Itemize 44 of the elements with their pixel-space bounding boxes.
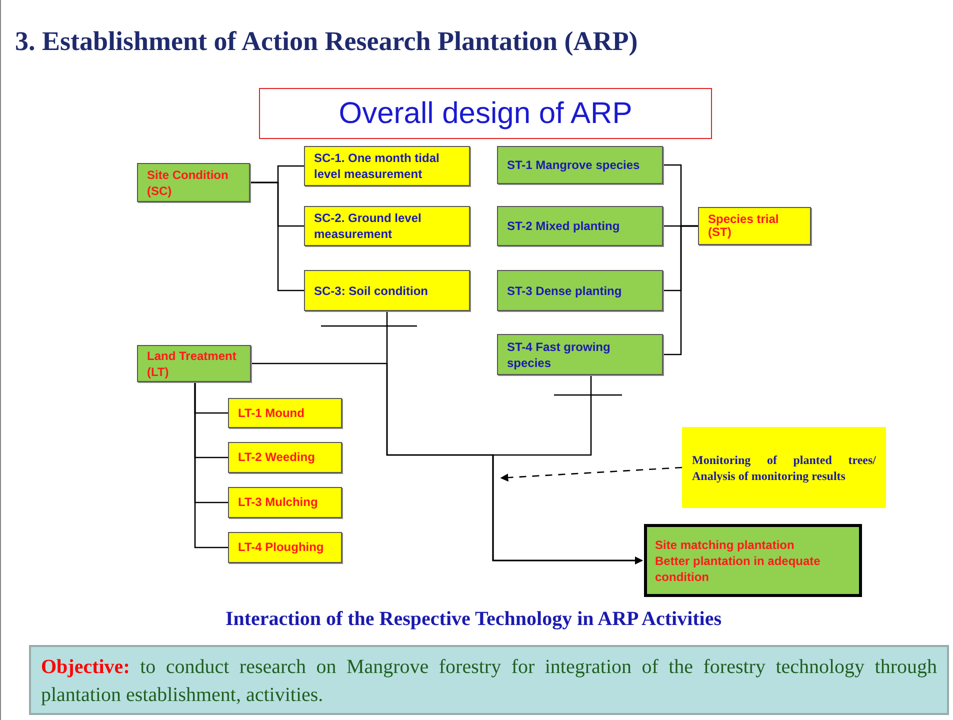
item-box	[228, 532, 342, 563]
box-label: Monitoring of planted trees/ Analysis of monitoring results	[692, 452, 876, 484]
box-label: LT-2 Weeding	[238, 451, 315, 464]
box-label: SC-3: Soil condition	[314, 282, 428, 298]
objective-box	[29, 645, 949, 715]
item-box	[304, 146, 470, 186]
item-box	[304, 206, 470, 246]
item-box	[497, 334, 663, 375]
box-label: Better plantation in adequate condition	[655, 552, 822, 584]
box-label: SC-2. Ground level measurement	[314, 210, 422, 242]
objective-text: Objective: to conduct research on Mangrove forestry for integration of the forestry technology through plantation establishment, activities.	[41, 655, 937, 708]
item-box	[497, 270, 663, 311]
result-box	[644, 524, 862, 597]
box-label: ST-1 Mangrove species	[507, 157, 640, 173]
item-box	[304, 270, 470, 311]
connector-line	[194, 382, 228, 548]
connector-line	[250, 182, 304, 292]
box-label: Site Condition (SC)	[147, 166, 230, 198]
item-box	[228, 442, 342, 473]
item-box	[497, 206, 663, 246]
slide-title: 3. Establishment of Action Research Plantation (ARP)	[15, 25, 638, 58]
item-box	[698, 207, 811, 245]
box-label: LT-1 Mound	[238, 406, 304, 420]
monitoring-box	[682, 427, 886, 508]
category-box	[137, 163, 250, 202]
item-box	[228, 487, 342, 518]
connector-line	[663, 225, 698, 356]
heading-text: Overall design of ARP	[338, 96, 632, 132]
box-label: Land Treatment (LT)	[147, 348, 238, 380]
category-box	[137, 345, 251, 382]
item-box	[497, 146, 663, 184]
heading-box	[259, 88, 712, 139]
caption: Interaction of the Respective Technology in ARP Activities	[224, 607, 723, 632]
box-label: SC-1. One month tidal level measurement	[314, 150, 440, 182]
box-label: Species trial (ST)	[708, 213, 780, 239]
dashed-arrow	[500, 466, 682, 482]
box-label: LT-3 Mulching	[238, 496, 318, 509]
box-label: LT-4 Ploughing	[238, 541, 324, 554]
box-label: ST-3 Dense planting	[507, 282, 622, 298]
arrow	[492, 375, 643, 564]
box-label: ST-2 Mixed planting	[507, 218, 620, 234]
box-label: Site matching plantation	[655, 536, 796, 552]
box-label: ST-4 Fast growing species	[507, 338, 612, 370]
item-box	[228, 398, 342, 428]
